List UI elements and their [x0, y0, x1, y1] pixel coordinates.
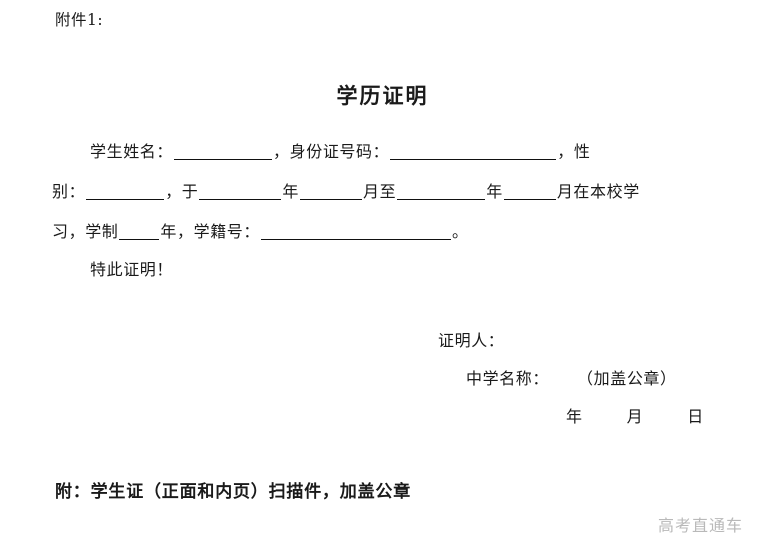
study-at-school-label: 月在本校学	[556, 182, 640, 201]
id-number-blank[interactable]	[390, 144, 557, 160]
student-name-label: 学生姓名：	[90, 142, 174, 161]
end-month-blank[interactable]	[503, 184, 556, 200]
certifier-label: 证明人：	[438, 331, 505, 350]
official-seal-note: （加盖公章）	[585, 369, 677, 388]
signature-block: 证明人： 中学名称： （加盖公章） 年 月 日	[438, 322, 704, 436]
date-day-label: 日	[687, 407, 704, 426]
student-name-blank[interactable]	[174, 144, 273, 160]
start-year-blank[interactable]	[199, 184, 282, 200]
footnote-attachment-requirement: 附：学生证（正面和内页）扫描件，加盖公章	[55, 482, 411, 502]
start-year-unit: 年	[282, 182, 300, 201]
date-line: 年月日	[438, 398, 704, 436]
end-year-unit: 年	[486, 182, 503, 201]
document-body: 学生姓名： ，身份证号码： ，性 别： ，于 年 月至 年 月在本校学 习，学制 年，学籍号： 。	[52, 132, 717, 252]
period-mark: 。	[452, 222, 469, 241]
page-title: 学历证明	[336, 83, 429, 108]
id-number-label: ，身份证号码：	[273, 142, 390, 161]
certify-statement: 特此证明！	[90, 260, 174, 279]
certifier-line: 证明人：	[438, 322, 704, 360]
attachment-label: 附件1:	[55, 11, 104, 29]
date-month-label: 月	[626, 407, 644, 426]
from-label: ，于	[165, 182, 199, 201]
body-line-2: 别： ，于 年 月至 年 月在本校学	[52, 172, 717, 212]
school-system-blank[interactable]	[119, 224, 160, 240]
body-line-1: 学生姓名： ，身份证号码： ，性	[52, 132, 717, 172]
gender-label-part1: ，性	[557, 142, 591, 161]
school-system-label: 习，学制	[52, 222, 119, 241]
date-year-label: 年	[566, 407, 583, 426]
end-year-blank[interactable]	[397, 184, 486, 200]
to-label: 月至	[363, 182, 397, 201]
student-number-blank[interactable]	[261, 224, 452, 240]
gender-label-part2: 别：	[52, 182, 86, 201]
school-name-label: 中学名称：	[466, 369, 550, 388]
watermark: 高考直通车	[657, 516, 743, 535]
gender-blank[interactable]	[86, 184, 165, 200]
body-line-3: 习，学制 年，学籍号： 。	[52, 212, 717, 252]
student-number-label: 年，学籍号：	[160, 222, 261, 241]
start-month-blank[interactable]	[300, 184, 363, 200]
school-name-line: 中学名称： （加盖公章）	[438, 360, 704, 398]
